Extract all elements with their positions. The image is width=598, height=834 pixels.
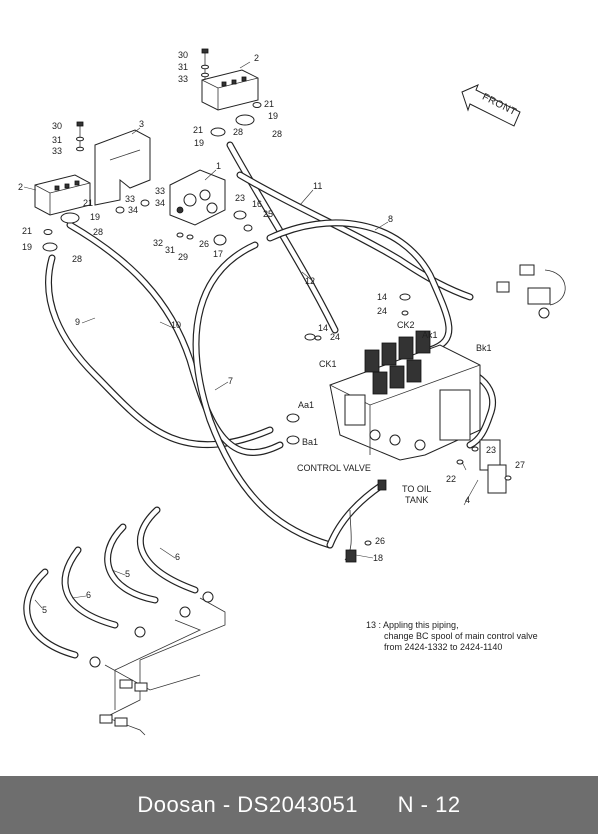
callout-32: 32	[153, 238, 163, 248]
callout-22: 22	[446, 474, 456, 484]
callout-14: 14	[377, 292, 387, 302]
callout-21: 21	[83, 198, 93, 208]
callout-28: 28	[72, 254, 82, 264]
port-ck1: CK1	[319, 359, 337, 369]
callout-26: 26	[199, 239, 209, 249]
footer-page-ref: N - 12	[397, 792, 461, 817]
control-valve-label: CONTROL VALVE	[297, 463, 371, 473]
footer-part-number: Doosan - DS2043051	[137, 792, 358, 817]
callout-1: 1	[216, 161, 221, 171]
callout-8: 8	[388, 214, 393, 224]
callout-21: 21	[264, 99, 274, 109]
callout-24: 24	[330, 332, 340, 342]
callout-25: 25	[263, 209, 273, 219]
pilot-block-left	[34, 174, 91, 216]
callout-33: 33	[178, 74, 188, 84]
hose-10	[66, 221, 284, 456]
return-elbow-18	[344, 479, 387, 563]
callout-3: 3	[139, 119, 144, 129]
note-line-2: change BC spool of main control valve	[384, 631, 538, 641]
callout-31: 31	[52, 135, 62, 145]
callouts: 30 31 33 2 21 19 21 28 28 19 3 30 31 33 …	[18, 50, 525, 615]
note-line-1: 13 : Appling this piping,	[366, 620, 459, 630]
callout-28: 28	[93, 227, 103, 237]
main-control-valve	[329, 330, 481, 461]
callout-31: 31	[178, 62, 188, 72]
callout-23: 23	[235, 193, 245, 203]
callout-28: 28	[272, 129, 282, 139]
callout-5: 5	[42, 605, 47, 615]
callout-5: 5	[125, 569, 130, 579]
lower-fittings	[89, 591, 226, 736]
callout-23: 23	[486, 445, 496, 455]
callout-21: 21	[22, 226, 32, 236]
shuttle-valve-1	[169, 169, 226, 226]
port-ck2: CK2	[397, 320, 415, 330]
hydraulic-piping-diagram: FRONT 30 31 33 2 21 19 21 28 28 19 3 30 …	[18, 48, 566, 736]
callout-19: 19	[268, 111, 278, 121]
fittings-right	[479, 264, 566, 494]
callout-11: 11	[313, 181, 322, 191]
callout-19: 19	[90, 212, 100, 222]
port-ba1: Ba1	[302, 437, 318, 447]
port-ak1: Ak1	[422, 330, 438, 340]
callout-19: 19	[22, 242, 32, 252]
port-aa1: Aa1	[298, 400, 314, 410]
bracket-3	[94, 129, 151, 206]
callout-14: 14	[318, 323, 328, 333]
callout-30: 30	[52, 121, 62, 131]
pilot-block-upper	[201, 69, 259, 111]
callout-6: 6	[175, 552, 180, 562]
callout-27: 27	[515, 460, 525, 470]
callout-33: 33	[155, 186, 165, 196]
callout-33: 33	[52, 146, 62, 156]
callout-12: 12	[305, 276, 315, 286]
callout-33: 33	[125, 194, 135, 204]
callout-2: 2	[18, 182, 23, 192]
note-13: 13 : Appling this piping, change BC spoo…	[366, 620, 538, 652]
spool-caps	[364, 330, 431, 395]
callout-34: 34	[128, 205, 138, 215]
bolts	[42, 48, 512, 546]
callout-7: 7	[228, 376, 233, 386]
port-labels: CK2 Ak1 Bk1 CK1 Aa1 Ba1	[298, 320, 492, 447]
hoses	[23, 141, 497, 659]
footer-bar: Doosan - DS2043051 N - 12	[0, 776, 598, 834]
leader-lines	[23, 61, 479, 609]
callout-16: 16	[252, 199, 262, 209]
callout-31: 31	[165, 245, 175, 255]
callout-9: 9	[75, 317, 80, 327]
callout-4: 4	[465, 495, 470, 505]
callout-21: 21	[193, 125, 203, 135]
callout-18: 18	[373, 553, 383, 563]
callout-30: 30	[178, 50, 188, 60]
callout-19: 19	[194, 138, 204, 148]
callout-10: 10	[171, 320, 181, 330]
footer-spacer	[358, 792, 398, 818]
callout-24: 24	[377, 306, 387, 316]
callout-17: 17	[213, 249, 223, 259]
callout-6: 6	[86, 590, 91, 600]
front-arrow: FRONT	[461, 84, 521, 127]
callout-26: 26	[375, 536, 385, 546]
callout-29: 29	[178, 252, 188, 262]
tank-label: TANK	[405, 495, 428, 505]
to-oil-label: TO OIL	[402, 484, 431, 494]
hose-9	[45, 254, 274, 449]
note-line-3: from 2424-1332 to 2424-1140	[384, 642, 502, 652]
callout-34: 34	[155, 198, 165, 208]
callout-2: 2	[254, 53, 259, 63]
port-bk1: Bk1	[476, 343, 492, 353]
callout-28: 28	[233, 127, 243, 137]
